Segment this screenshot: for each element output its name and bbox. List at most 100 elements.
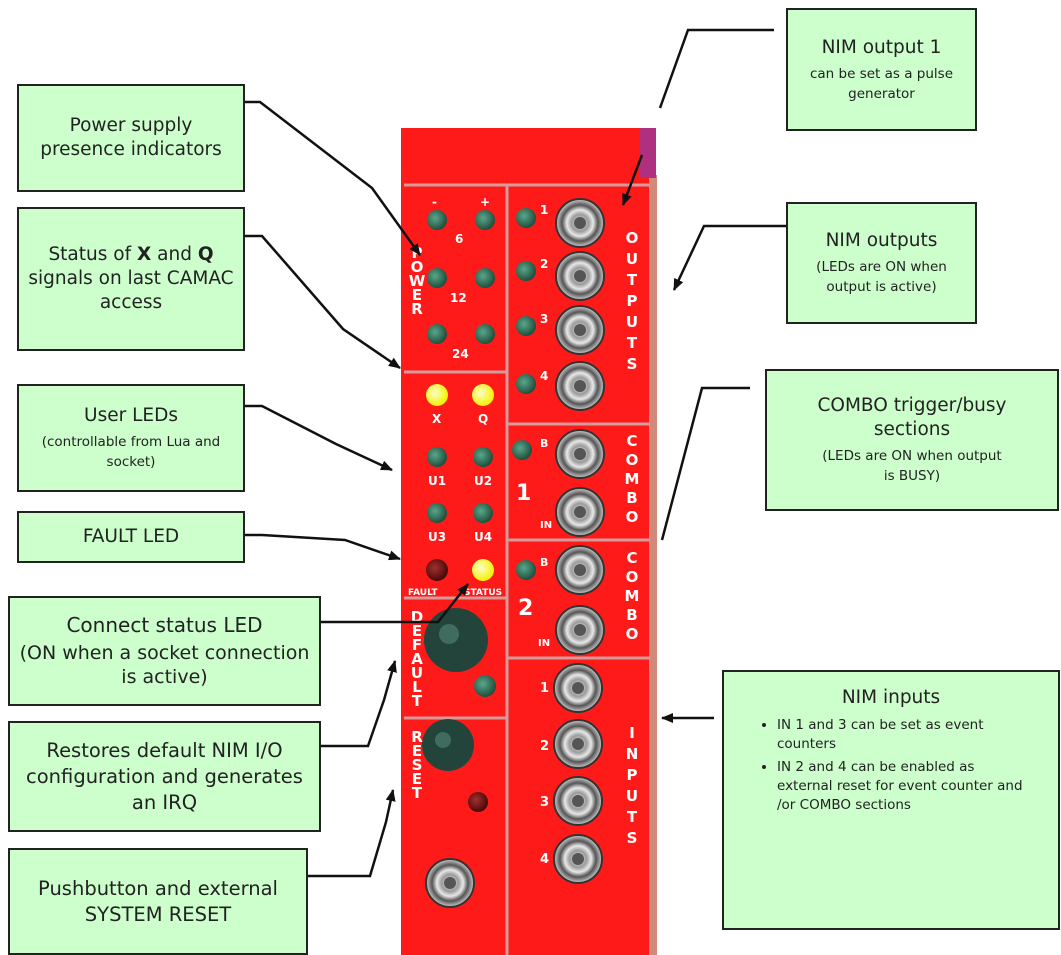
vl-inputs-letter: U xyxy=(626,787,638,805)
power-12-label: 12 xyxy=(450,291,467,305)
arrow-combo xyxy=(660,386,750,541)
input2-num: 2 xyxy=(540,739,549,754)
vl-power-letter: R xyxy=(411,300,423,318)
vl-outputs-letter: S xyxy=(627,355,638,373)
combo2-num: 2 xyxy=(518,596,533,621)
vl-reset-letter: S xyxy=(412,756,423,774)
vl-combo2-letter: B xyxy=(626,606,637,624)
callout-nim-inputs-title: NIM inputs xyxy=(841,687,941,708)
arrow-user-leds xyxy=(244,404,393,472)
user-led-u4 xyxy=(473,503,493,523)
callout-combo-title: COMBO trigger/busy sections xyxy=(817,395,1007,440)
combo2-b-label: B xyxy=(540,556,548,569)
vl-outputs-letter: T xyxy=(627,334,638,352)
callout-nim-output1: NIM output 1 can be set as a pulse gener… xyxy=(786,8,977,131)
combo2-vertical-label: COMBO xyxy=(625,549,640,643)
nim-inputs-item-2: IN 2 and 4 can be enabled as external re… xyxy=(777,758,1027,815)
u4-label: U4 xyxy=(474,530,492,544)
vl-default-letter: T xyxy=(412,692,423,710)
power-led-minus24 xyxy=(427,324,447,344)
combo1-busy-lemo-pin xyxy=(574,448,586,460)
arrow-restores-default xyxy=(320,660,397,748)
vl-default-letter: F xyxy=(412,636,422,654)
vl-inputs-letter: I xyxy=(629,724,635,742)
vl-reset-letter: R xyxy=(411,728,423,746)
callout-power-supply-text: Power supply presence indicators xyxy=(40,115,222,160)
u3-label: U3 xyxy=(428,530,446,544)
vl-reset-letter: T xyxy=(412,784,423,802)
output3-led xyxy=(516,316,536,336)
status-q: Q xyxy=(197,244,214,265)
vl-inputs-letter: S xyxy=(627,829,638,847)
callout-connect-status: Connect status LED (ON when a socket con… xyxy=(8,596,321,706)
status-xq-pre: Status of xyxy=(48,244,137,265)
callout-pushbutton-text: Pushbutton and external SYSTEM RESET xyxy=(38,876,278,926)
combo1-led xyxy=(512,440,532,460)
vl-combo1-letter: B xyxy=(626,489,637,507)
vl-outputs-letter: U xyxy=(626,250,638,268)
power-plus-label: + xyxy=(480,195,490,209)
input4-lemo-pin xyxy=(572,853,584,865)
power-led-minus12 xyxy=(427,268,447,288)
vl-power-letter: O xyxy=(411,258,424,276)
status-post: signals on last CAMAC access xyxy=(28,268,234,313)
callout-power-supply: Power supply presence indicators xyxy=(17,84,245,192)
vl-reset-letter: E xyxy=(412,742,422,760)
vl-combo1-letter: O xyxy=(626,451,639,469)
input3-lemo-pin xyxy=(572,795,584,807)
callout-fault-led-text: FAULT LED xyxy=(82,526,180,547)
status-label: STATUS xyxy=(464,588,502,598)
vl-default-letter: U xyxy=(411,664,423,682)
vl-combo2-letter: O xyxy=(626,625,639,643)
callout-restores-default-text: Restores default NIM I/O configuration a… xyxy=(26,738,303,814)
status-x: X xyxy=(136,244,152,265)
output2-num: 2 xyxy=(540,257,548,271)
reset-lemo-pin xyxy=(444,877,456,889)
power-led-minus6 xyxy=(427,210,447,230)
output3-lemo-pin xyxy=(574,324,586,336)
input3-num: 3 xyxy=(540,795,549,810)
vl-combo2-letter: M xyxy=(625,587,640,605)
combo2-in-lemo-pin xyxy=(574,624,586,636)
nim-inputs-item-1: IN 1 and 3 can be set as event counters xyxy=(777,716,1027,754)
callout-pushbutton: Pushbutton and external SYSTEM RESET xyxy=(8,848,308,955)
vl-power-letter: W xyxy=(409,272,426,290)
input1-num: 1 xyxy=(540,681,549,696)
callout-connect-status-title: Connect status LED xyxy=(66,613,263,637)
reset-vertical-label: RESET xyxy=(411,728,423,802)
callout-user-leds: User LEDs (controllable from Lua and soc… xyxy=(17,384,245,492)
callout-nim-outputs-title: NIM outputs xyxy=(825,230,938,251)
combo2-in-label: IN xyxy=(538,638,550,649)
x-led-label: X xyxy=(432,412,442,426)
arrow-pushbutton xyxy=(307,789,396,878)
callout-combo: COMBO trigger/busy sections (LEDs are ON… xyxy=(765,369,1059,511)
output4-num: 4 xyxy=(540,369,548,383)
arrow-nim-output1-end xyxy=(621,154,644,206)
callout-nim-output1-title: NIM output 1 xyxy=(821,36,942,58)
combo1-vertical-label: COMBO xyxy=(625,432,640,526)
reset-led xyxy=(468,792,488,812)
q-led xyxy=(472,384,494,406)
callout-nim-inputs: NIM inputs IN 1 and 3 can be set as even… xyxy=(722,670,1060,930)
callout-fault-led: FAULT LED xyxy=(17,511,245,563)
callout-nim-output1-sub: can be set as a pulse generator xyxy=(809,65,953,102)
vl-combo2-letter: C xyxy=(626,549,637,567)
reset-pushbutton-highlight xyxy=(435,732,451,748)
combo1-b-label: B xyxy=(540,437,548,450)
combo1-in-label: IN xyxy=(540,520,552,531)
vl-reset-letter: E xyxy=(412,770,422,788)
callout-nim-outputs-sub: (LEDs are ON when output is active) xyxy=(816,259,947,295)
user-led-u1 xyxy=(427,447,447,467)
combo1-num: 1 xyxy=(516,481,531,506)
output3-num: 3 xyxy=(540,312,548,326)
user-led-u3 xyxy=(427,503,447,523)
output1-lemo-pin xyxy=(574,217,586,229)
status-and: and xyxy=(151,244,198,265)
callout-user-leds-sub: (controllable from Lua and socket) xyxy=(41,434,221,470)
power-minus-label: - xyxy=(432,195,437,209)
arrow-power-supply xyxy=(244,100,422,256)
vl-combo1-letter: C xyxy=(626,432,637,450)
panel-top-notch xyxy=(640,128,656,178)
